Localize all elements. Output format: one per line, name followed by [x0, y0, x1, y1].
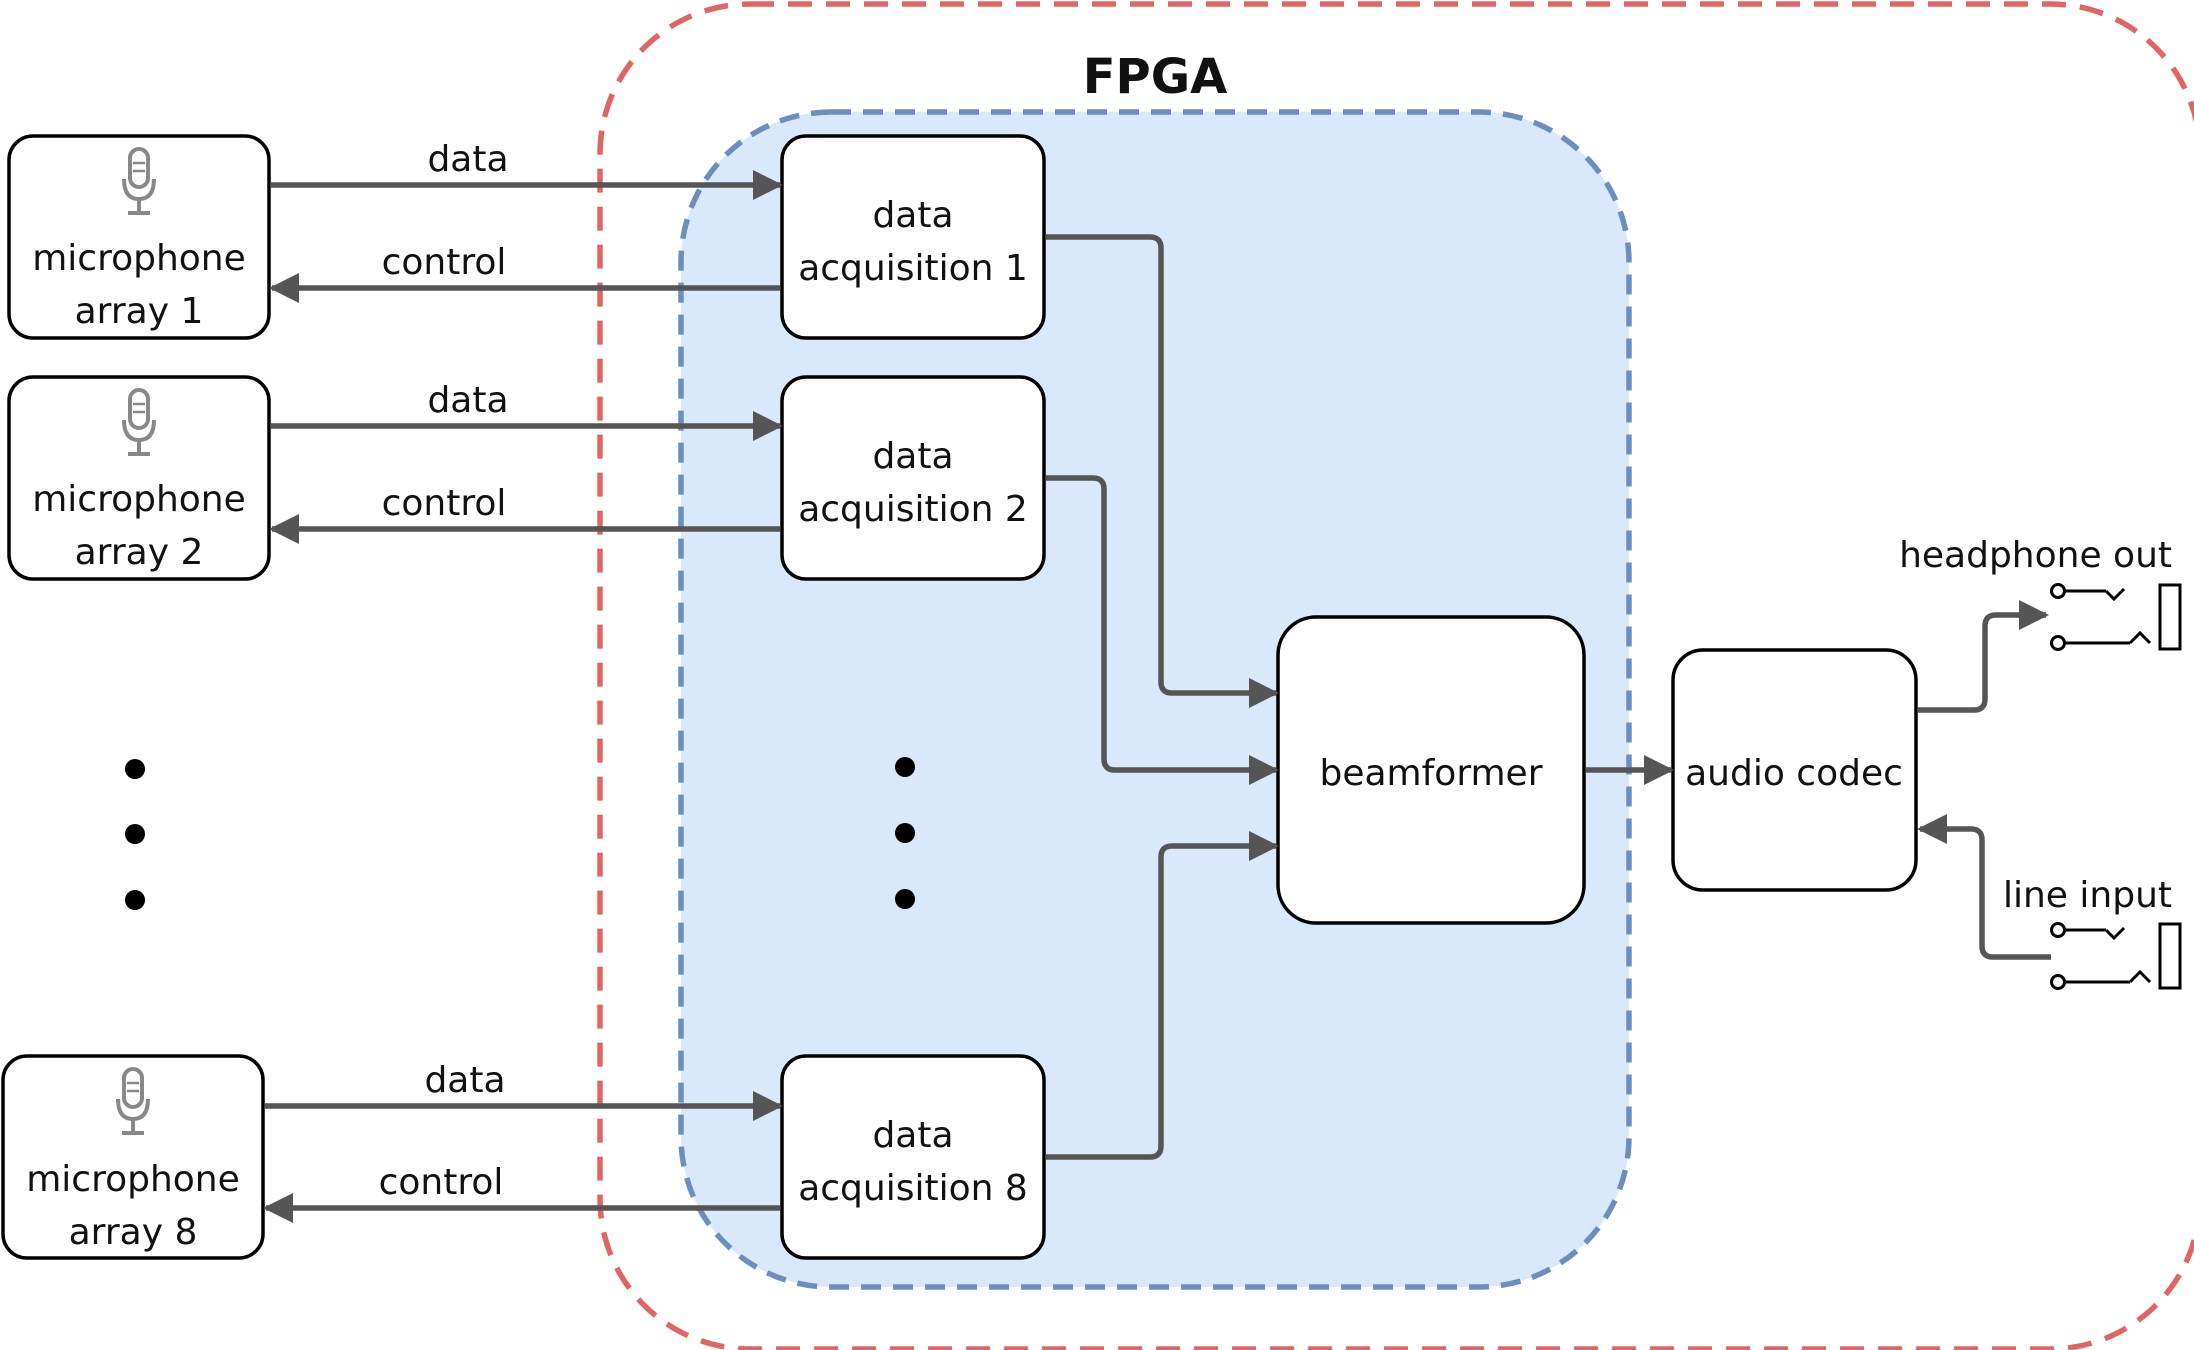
link-2: data control — [269, 380, 783, 544]
acq8-to-beamformer-arrow — [1046, 831, 1279, 1160]
acquisition-label: acquisition 8 — [798, 1168, 1028, 1209]
audio-codec-label: audio codec — [1685, 753, 1903, 794]
data-link-label: data — [427, 139, 508, 180]
mic-array-label: array 8 — [69, 1212, 198, 1253]
acq1-to-beamformer-arrow — [1046, 234, 1279, 708]
data-acquisition-2: data acquisition 2 — [780, 375, 1046, 581]
audio-jack-icon — [2050, 583, 2182, 651]
line-input-to-codec-arrow — [1917, 814, 2051, 960]
link-8: data control — [263, 1060, 783, 1223]
codec-to-headphone-arrow — [1918, 600, 2049, 713]
mic-array-label: microphone — [26, 1159, 240, 1200]
acquisition-ellipsis — [895, 757, 915, 909]
acquisition-label: data — [872, 195, 953, 236]
audio-jack-icon — [2050, 922, 2182, 990]
audio-codec-block: audio codec — [1671, 648, 1918, 892]
mic-array-1: microphone array 1 — [7, 134, 271, 340]
beamformer-label: beamformer — [1319, 753, 1542, 794]
data-acquisition-1: data acquisition 1 — [780, 134, 1046, 340]
control-link-label: control — [382, 242, 507, 283]
acquisition-label: acquisition 1 — [798, 248, 1028, 289]
acquisition-label: data — [872, 436, 953, 477]
acq2-to-beamformer-arrow — [1046, 475, 1279, 785]
mic-array-label: array 1 — [75, 291, 204, 332]
fpga-title: FPGA — [1083, 49, 1228, 105]
headphone-out-label: headphone out — [1899, 535, 2172, 576]
acquisition-label: data — [872, 1115, 953, 1156]
acquisition-label: acquisition 2 — [798, 489, 1028, 530]
fpga-region — [597, 1, 2194, 1350]
mic-array-ellipsis — [125, 759, 145, 910]
data-link-label: data — [427, 380, 508, 421]
control-link-label: control — [382, 483, 507, 524]
beamformer-block: beamformer — [1276, 615, 1586, 925]
mic-array-8: microphone array 8 — [1, 1054, 265, 1260]
line-input-label: line input — [2003, 875, 2172, 916]
mic-array-label: array 2 — [75, 532, 204, 573]
data-acquisition-8: data acquisition 8 — [780, 1054, 1046, 1260]
mic-array-label: microphone — [32, 479, 246, 520]
data-link-label: data — [424, 1060, 505, 1101]
control-link-label: control — [379, 1162, 504, 1203]
mic-array-2: microphone array 2 — [7, 375, 271, 581]
link-1: data control — [269, 139, 783, 303]
mic-array-label: microphone — [32, 238, 246, 279]
